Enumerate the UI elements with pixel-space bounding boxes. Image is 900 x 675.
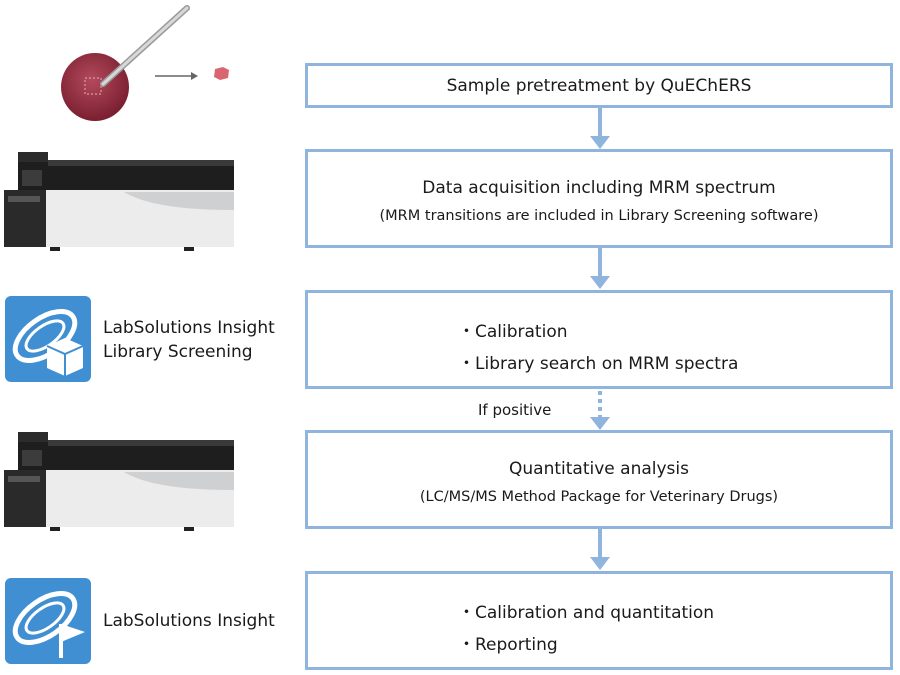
bullet-glyph: ・ — [458, 635, 475, 655]
bullet-glyph: ・ — [458, 354, 475, 374]
bullet-item: ・Calibration — [458, 317, 568, 342]
bullet-item: ・Calibration and quantitation — [458, 598, 714, 623]
bullet-glyph: ・ — [458, 322, 475, 342]
lcms-instrument-icon — [4, 152, 234, 251]
bullet-glyph: ・ — [458, 603, 475, 623]
labsolutions-library-icon — [5, 296, 91, 382]
bullet-text: Calibration — [475, 322, 568, 342]
bullet-text: Library search on MRM spectra — [475, 354, 739, 374]
step-title: Data acquisition including MRM spectrum — [422, 178, 776, 198]
software-label-line1: LabSolutions Insight — [103, 611, 275, 631]
lcms-instrument-icon — [4, 432, 234, 531]
labsolutions-insight-icon — [5, 578, 91, 664]
software-label-library: LabSolutions Insight Library Screening — [103, 316, 275, 364]
flow-arrow — [590, 248, 610, 289]
software-label-insight: LabSolutions Insight — [103, 609, 275, 633]
bullet-text: Calibration and quantitation — [475, 603, 715, 623]
step-library-screening: ・Calibration ・Library search on MRM spec… — [305, 290, 893, 389]
step-subtitle: (LC/MS/MS Method Package for Veterinary … — [419, 489, 779, 505]
step-sample-pretreatment: Sample pretreatment by QuEChERS — [305, 63, 893, 108]
flow-arrow — [590, 108, 610, 149]
step-quantitative-analysis: Quantitative analysis (LC/MS/MS Method P… — [305, 430, 893, 529]
sample-dish-icon — [61, 5, 229, 121]
step-calibration-reporting: ・Calibration and quantitation ・Reporting — [305, 571, 893, 670]
bullet-text: Reporting — [475, 635, 558, 655]
bullet-item: ・Reporting — [458, 630, 558, 655]
if-positive-label: If positive — [478, 401, 552, 419]
flow-arrow-dashed — [590, 391, 610, 430]
flow-arrow — [590, 529, 610, 570]
step-data-acquisition: Data acquisition including MRM spectrum … — [305, 149, 893, 248]
software-label-line2: Library Screening — [103, 342, 253, 362]
step-subtitle: (MRM transitions are included in Library… — [379, 208, 819, 224]
bullet-item: ・Library search on MRM spectra — [458, 349, 738, 374]
step-title: Sample pretreatment by QuEChERS — [446, 76, 752, 96]
software-label-line1: LabSolutions Insight — [103, 318, 275, 338]
step-title: Quantitative analysis — [509, 459, 689, 479]
